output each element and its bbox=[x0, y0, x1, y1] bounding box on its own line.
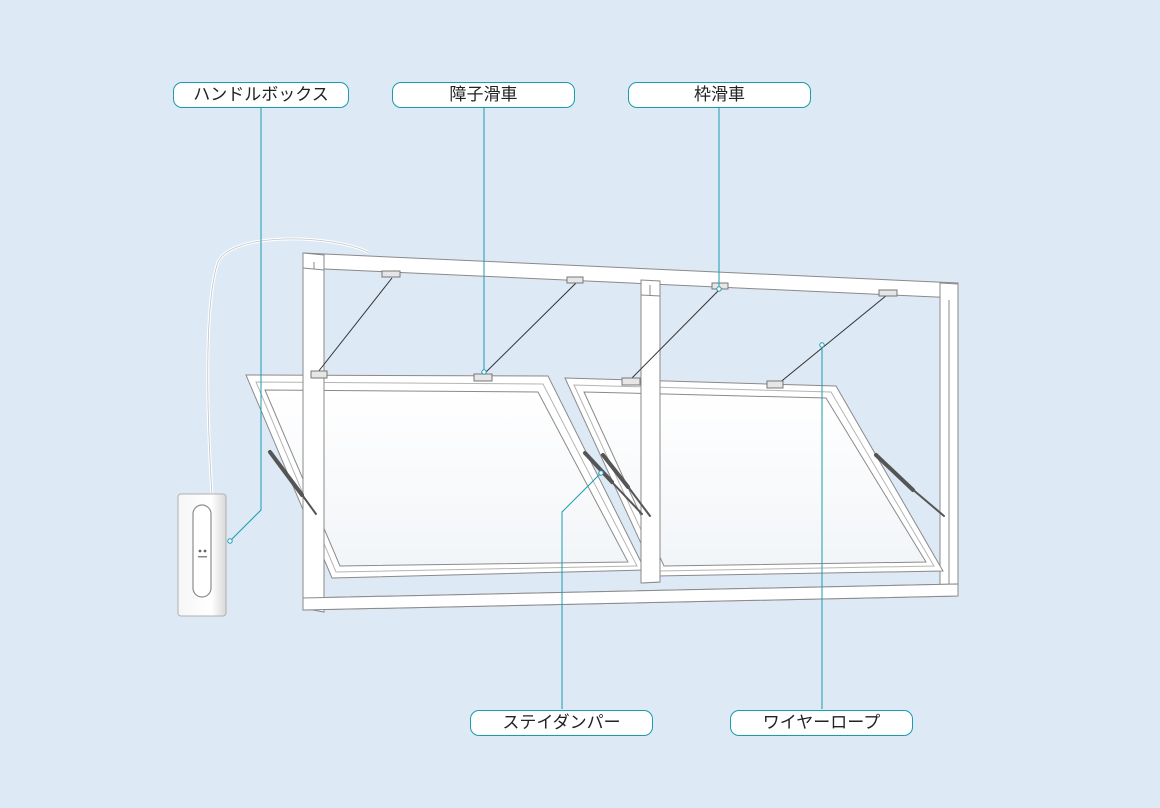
handle-box bbox=[177, 493, 227, 617]
anchor-dot bbox=[819, 342, 825, 348]
left-sash bbox=[245, 374, 646, 579]
leader-stay-damper bbox=[561, 472, 602, 709]
wire-rope bbox=[629, 288, 721, 381]
anchor-dot bbox=[481, 369, 487, 375]
frame-pulley-icon bbox=[566, 276, 584, 284]
label-stay-damper: ステイダンパー bbox=[470, 710, 653, 736]
sash-pulley-icon bbox=[310, 370, 328, 379]
stay-damper-icon bbox=[268, 450, 304, 497]
anchor-dot bbox=[598, 470, 604, 476]
label-sash-pulley: 障子滑車 bbox=[392, 82, 575, 108]
wire-rope bbox=[317, 277, 393, 373]
frame-pulley-icon bbox=[381, 270, 401, 278]
wire-ropes bbox=[317, 277, 888, 385]
right-sash-glass bbox=[583, 391, 927, 567]
frame-pulley-icon bbox=[878, 289, 898, 297]
label-wire-rope: ワイヤーロープ bbox=[730, 710, 913, 736]
anchor-dot bbox=[227, 538, 233, 544]
sash-pulley-icon bbox=[766, 380, 784, 389]
anchor-dot bbox=[716, 286, 722, 292]
stay-damper-icon bbox=[601, 453, 630, 489]
label-frame-pulley: 枠滑車 bbox=[628, 82, 811, 108]
stay-damper-icon bbox=[583, 451, 614, 484]
sash-pulley-icon bbox=[621, 377, 641, 386]
sash-pulley-icon bbox=[473, 373, 493, 382]
wire-rope bbox=[481, 282, 577, 377]
wire-rope bbox=[777, 294, 888, 385]
leader-lines bbox=[229, 107, 823, 709]
leader-handle-box bbox=[229, 107, 262, 542]
label-handle-box: ハンドルボックス bbox=[173, 82, 349, 108]
stay-dampers bbox=[268, 450, 945, 517]
stay-damper-icon bbox=[874, 453, 915, 492]
